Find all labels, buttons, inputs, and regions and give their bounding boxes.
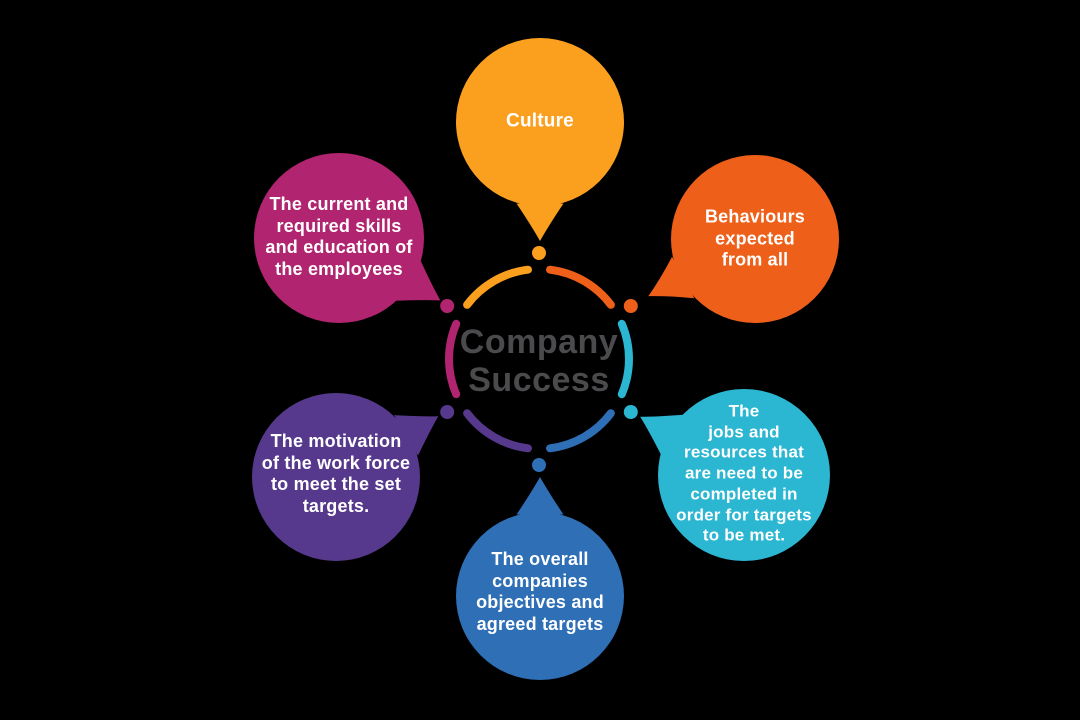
bubble-jobs-resources: [640, 389, 830, 561]
bubble-behaviours-circle: [671, 155, 839, 323]
connector-dot-jobs-resources: [623, 405, 638, 419]
bubble-label-culture: Culture: [506, 110, 574, 132]
connector-dot-culture: [532, 246, 546, 260]
connector-dot-motivation: [440, 405, 455, 419]
bubble-culture-circle: [456, 38, 624, 206]
bubble-motivation-tail: [394, 415, 439, 456]
bubble-jobs-resources-circle: [658, 389, 830, 561]
bubble-label-jobs-resources: The jobs and resources that are need to …: [676, 401, 812, 545]
ring-arc-motivation: [463, 409, 532, 453]
connector-dot-behaviours: [623, 299, 638, 313]
connector-dot-skills-education: [440, 299, 455, 313]
bubble-label-motivation: The motivation of the work force to meet…: [261, 430, 411, 516]
ring-arc-objectives-targets: [546, 409, 615, 453]
bubble-skills-education: [254, 153, 441, 323]
bubble-behaviours-tail: [648, 256, 695, 299]
bubble-culture-tail: [516, 203, 564, 241]
bubble-label-skills-education: The current and required skills and educ…: [265, 193, 413, 279]
ring-arc-behaviours: [546, 265, 615, 309]
ring-arc-jobs-resources: [617, 319, 633, 399]
bubble-culture: [456, 38, 624, 241]
bubble-label-objectives-targets: The overall companies objectives and agr…: [476, 548, 604, 634]
bubble-motivation: [252, 393, 439, 561]
connector-dot-objectives-targets: [532, 458, 546, 472]
ring-arc-culture: [463, 265, 532, 309]
bubble-objectives-targets-tail: [516, 477, 564, 515]
bubble-objectives-targets: [456, 477, 624, 680]
ring-arc-skills-education: [445, 319, 461, 399]
bubble-behaviours: [648, 155, 839, 323]
bubble-objectives-targets-circle: [456, 512, 624, 680]
bubble-jobs-resources-tail: [640, 414, 685, 456]
bubble-label-behaviours: Behaviours expected from all: [704, 206, 806, 270]
bubble-motivation-circle: [252, 393, 420, 561]
bubble-skills-education-tail: [396, 260, 441, 301]
bubble-skills-education-circle: [254, 153, 424, 323]
center-title: Company Success: [459, 322, 619, 399]
